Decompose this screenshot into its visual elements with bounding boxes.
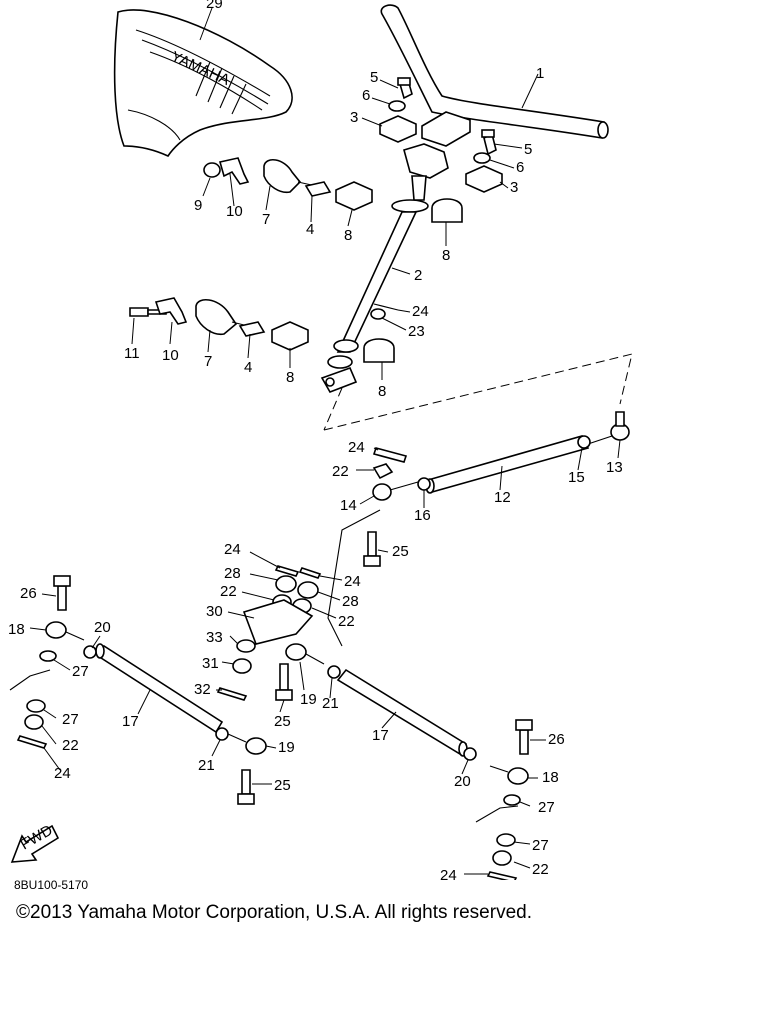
exploded-parts-diagram: YAMAHA: [8, 0, 633, 880]
column-holder-parts: [271, 181, 463, 363]
handlebar: [380, 4, 609, 139]
cotter-pin-and-nut-upper: [372, 447, 408, 480]
callout-21: 21: [322, 695, 339, 712]
callout-7: 7: [262, 211, 270, 228]
callout-5: 5: [524, 141, 532, 158]
copyright-notice: ©2013 Yamaha Motor Corporation, U.S.A. A…: [16, 902, 532, 923]
callout-33: 33: [206, 629, 223, 646]
callout-19: 19: [300, 691, 317, 708]
callout-28: 28: [224, 565, 241, 582]
callout-24: 24: [440, 867, 457, 880]
callout-25: 25: [274, 713, 291, 730]
callout-19: 19: [278, 739, 295, 756]
callout-29: 29: [206, 0, 223, 12]
callout-27: 27: [532, 837, 549, 854]
callout-8: 8: [344, 227, 352, 244]
tie-rod-right: [275, 643, 533, 880]
bracket-parts: [129, 157, 332, 337]
callout-4: 4: [244, 359, 252, 376]
callout-20: 20: [94, 619, 111, 636]
callout-13: 13: [606, 459, 623, 476]
callout-24: 24: [54, 765, 71, 782]
callout-25: 25: [274, 777, 291, 794]
callout-10: 10: [226, 203, 243, 220]
steering-column: [320, 143, 449, 393]
callout-25: 25: [392, 543, 409, 560]
callout-9: 9: [194, 197, 202, 214]
callout-26: 26: [548, 731, 565, 748]
callout-22: 22: [338, 613, 355, 630]
fwd-arrow-icon: FWD: [10, 822, 60, 863]
callout-11: 11: [124, 345, 140, 362]
callout-4: 4: [306, 221, 314, 238]
diagram-code: 8BU100-5170: [14, 878, 89, 892]
callout-6: 6: [362, 87, 370, 104]
handlebar-clamp-hardware: [379, 77, 503, 193]
reference-line: [323, 353, 633, 431]
callout-24: 24: [348, 439, 365, 456]
callout-12: 12: [494, 489, 511, 506]
callout-22: 22: [332, 463, 349, 480]
callout-16: 16: [414, 507, 431, 524]
callout-22: 22: [220, 583, 237, 600]
callout-labels: 29 1 5 6 3 5 6 3 9 10 7 4 8 8 2 24 23 11…: [8, 0, 623, 880]
callout-23: 23: [408, 323, 425, 340]
callout-22: 22: [62, 737, 79, 754]
callout-6: 6: [516, 159, 524, 176]
callout-18: 18: [8, 621, 25, 638]
callout-31: 31: [202, 655, 219, 672]
callout-8: 8: [442, 247, 450, 264]
callout-26: 26: [20, 585, 37, 602]
callout-15: 15: [568, 469, 585, 486]
callout-1: 1: [536, 65, 544, 82]
tie-rod-upper: [372, 411, 630, 501]
callout-24: 24: [224, 541, 241, 558]
callout-20: 20: [454, 773, 471, 790]
callout-30: 30: [206, 603, 223, 620]
callout-17: 17: [372, 727, 389, 744]
callout-7: 7: [204, 353, 212, 370]
callout-22: 22: [532, 861, 549, 878]
leader-lines: [29, 7, 621, 875]
callout-10: 10: [162, 347, 179, 364]
callout-27: 27: [538, 799, 555, 816]
callout-8: 8: [378, 383, 386, 400]
callout-24: 24: [344, 573, 361, 590]
callout-18: 18: [542, 769, 559, 786]
callout-14: 14: [340, 497, 357, 514]
callout-3: 3: [510, 179, 518, 196]
callout-27: 27: [62, 711, 79, 728]
callout-24: 24: [412, 303, 429, 320]
callout-2: 2: [414, 267, 422, 284]
callout-27: 27: [72, 663, 89, 680]
seat: YAMAHA: [113, 9, 293, 158]
callout-32: 32: [194, 681, 211, 698]
callout-5: 5: [370, 69, 378, 86]
reference-line: [323, 387, 343, 431]
callout-3: 3: [350, 109, 358, 126]
callout-17: 17: [122, 713, 139, 730]
callout-21: 21: [198, 757, 215, 774]
callout-28: 28: [342, 593, 359, 610]
callout-8: 8: [286, 369, 294, 386]
pitman-arm-hardware: [216, 509, 381, 701]
